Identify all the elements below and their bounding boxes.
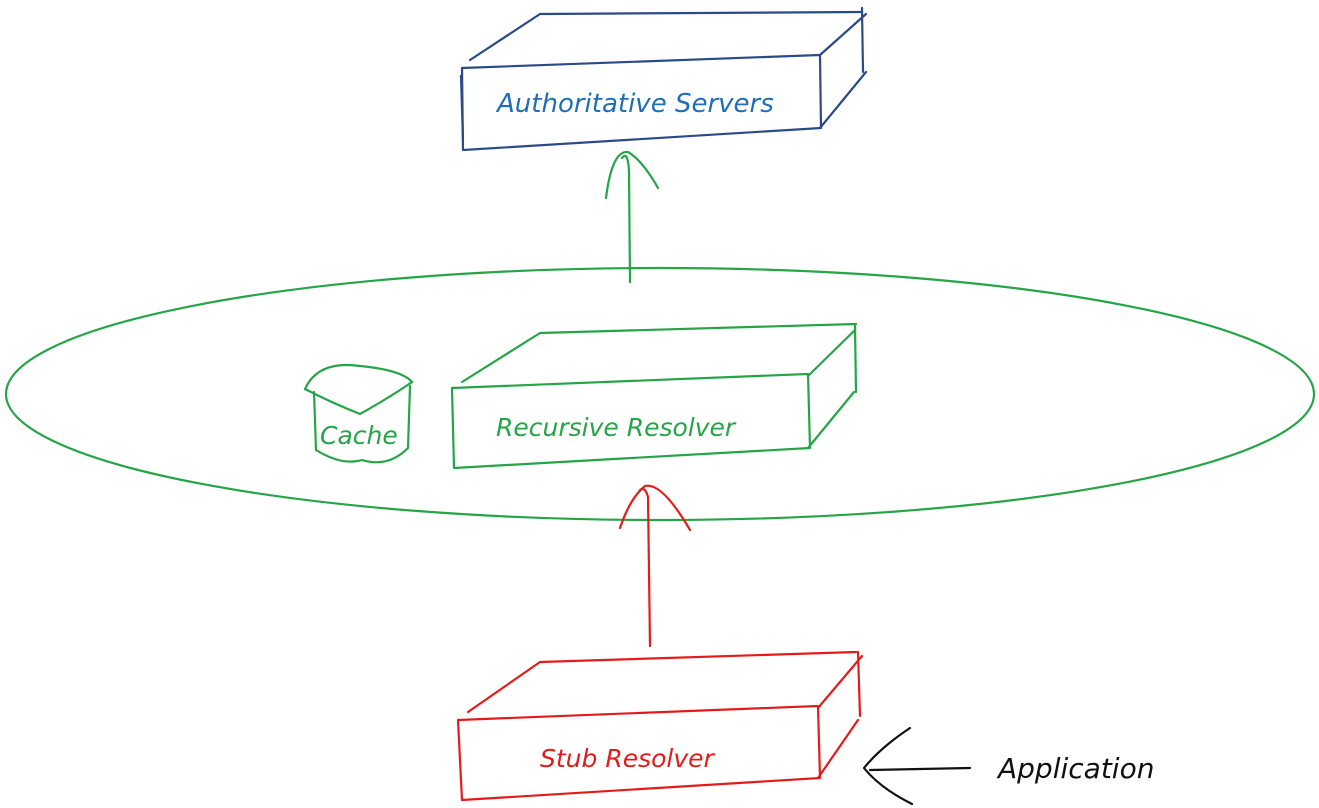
stub-resolver-node: Stub Resolver <box>456 650 864 802</box>
stub-to-recursive-arrow <box>618 484 692 648</box>
cache-node: Cache <box>303 363 414 464</box>
recursive-scope-ellipse <box>4 266 1316 522</box>
application-to-stub-arrow <box>862 726 972 806</box>
recursive-resolver-label: Recursive Resolver <box>496 413 737 442</box>
authoritative-servers-label: Authoritative Servers <box>495 89 774 119</box>
stub-resolver-label: Stub Resolver <box>540 744 716 773</box>
application-label: Application <box>996 752 1154 785</box>
authoritative-servers-node: Authoritative Servers <box>459 6 868 152</box>
recursive-to-authoritative-arrow <box>604 150 660 284</box>
cache-label: Cache <box>320 421 398 450</box>
recursive-resolver-node: Recursive Resolver <box>450 322 858 470</box>
